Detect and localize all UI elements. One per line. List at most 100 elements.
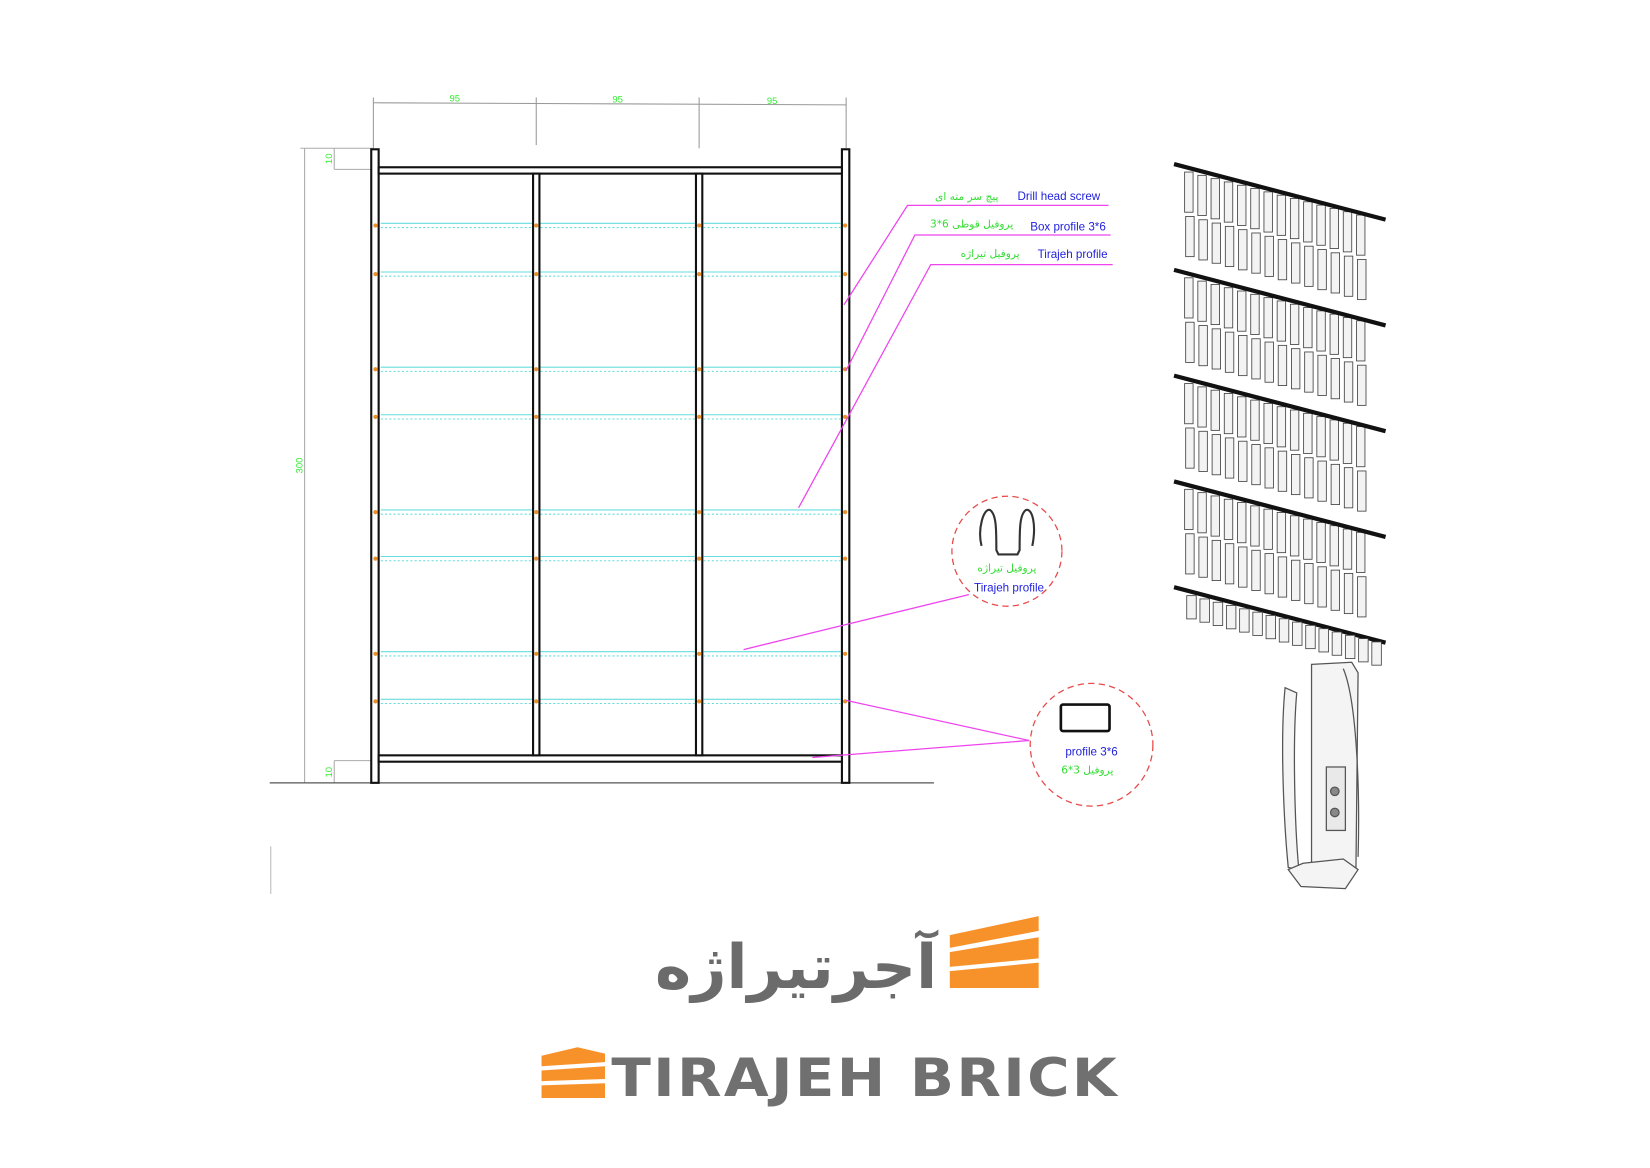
brick bbox=[1250, 188, 1260, 230]
detail-tirajeh-fa: پروفیل تیراژه bbox=[977, 562, 1036, 574]
brick bbox=[1239, 608, 1250, 633]
brick bbox=[1357, 364, 1367, 406]
drill-screw-mark bbox=[534, 367, 539, 372]
drill-screw-mark bbox=[534, 699, 539, 704]
brick bbox=[1277, 344, 1288, 386]
brick bbox=[1303, 201, 1313, 243]
brick bbox=[1186, 595, 1197, 620]
drill-screw-mark bbox=[534, 651, 539, 656]
brick bbox=[1331, 631, 1343, 656]
drill-screw-mark bbox=[697, 271, 702, 277]
brick bbox=[1211, 434, 1221, 476]
drill-screw-mark bbox=[842, 556, 848, 561]
drill-screw-mark bbox=[373, 556, 378, 561]
brick bbox=[1329, 313, 1339, 355]
drill-screw-mark bbox=[697, 651, 702, 656]
brick bbox=[1210, 389, 1220, 431]
drill-screw-mark bbox=[842, 414, 848, 419]
brick-wall-3d-illustration bbox=[1173, 162, 1387, 666]
brick bbox=[1211, 328, 1221, 370]
drill-screw-mark bbox=[373, 509, 378, 515]
drill-screw-mark bbox=[697, 414, 702, 419]
drill-screw-mark bbox=[842, 223, 848, 228]
callout-box-profile-fa: 3*6 پروفیل قوطی bbox=[930, 219, 1013, 231]
brick bbox=[1342, 317, 1353, 359]
brick bbox=[1291, 454, 1301, 496]
tirajeh-rail bbox=[1173, 585, 1387, 645]
brick bbox=[1264, 447, 1274, 489]
brick bbox=[1250, 505, 1260, 547]
brick bbox=[1316, 204, 1326, 246]
brick bbox=[1223, 393, 1234, 435]
brick bbox=[1356, 426, 1366, 468]
brick bbox=[1305, 624, 1316, 650]
brick bbox=[1356, 531, 1366, 573]
brick bbox=[1224, 225, 1235, 267]
brick bbox=[1291, 242, 1301, 284]
drill-screw-mark bbox=[373, 271, 378, 277]
brick bbox=[1329, 207, 1339, 250]
tirajeh-rail bbox=[1173, 479, 1387, 539]
brick bbox=[1238, 335, 1248, 377]
brick bbox=[1197, 492, 1207, 534]
brick bbox=[1212, 601, 1224, 626]
drill-screw-mark bbox=[697, 699, 702, 704]
brick bbox=[1357, 576, 1367, 618]
drill-screw-mark bbox=[373, 414, 378, 419]
brick bbox=[1223, 498, 1234, 540]
brick bbox=[1291, 559, 1301, 601]
brick bbox=[1251, 549, 1261, 591]
brick bbox=[1198, 219, 1208, 261]
brick bbox=[1263, 191, 1273, 233]
brick bbox=[1263, 297, 1273, 339]
brick bbox=[1304, 457, 1314, 499]
brick bbox=[1197, 280, 1207, 322]
brick bbox=[1251, 232, 1261, 274]
brick bbox=[1289, 198, 1300, 240]
brick bbox=[1264, 553, 1274, 595]
left-dimensions bbox=[300, 147, 373, 783]
brick bbox=[1184, 277, 1194, 319]
brick bbox=[1276, 406, 1287, 448]
brick bbox=[1210, 495, 1220, 537]
tirajeh-brick-logo: آجرتیراژه TIRAJEH BRICK bbox=[541, 916, 1117, 1109]
dim-height: 300 bbox=[295, 458, 306, 474]
brick bbox=[1317, 354, 1327, 396]
brick bbox=[1343, 255, 1354, 297]
drill-screw-mark bbox=[697, 509, 702, 515]
brick bbox=[1343, 467, 1354, 509]
steel-frame bbox=[370, 148, 851, 784]
tirajeh-profile-rows bbox=[373, 222, 848, 705]
detail-box-en: profile 3*6 bbox=[1065, 745, 1117, 758]
brick bbox=[1237, 396, 1247, 438]
callout-leaders bbox=[743, 204, 1113, 759]
drill-screw-mark bbox=[373, 367, 378, 372]
brick bbox=[1277, 239, 1288, 281]
drill-screw-mark bbox=[534, 556, 539, 561]
brick bbox=[1185, 427, 1195, 469]
brick bbox=[1250, 399, 1260, 441]
brick bbox=[1197, 386, 1207, 428]
brick bbox=[1185, 321, 1195, 363]
brick bbox=[1317, 249, 1327, 291]
brick bbox=[1303, 307, 1313, 349]
tirajeh-rail bbox=[1173, 162, 1387, 222]
brick bbox=[1185, 216, 1195, 258]
profile-clip-3d-illustration bbox=[1282, 661, 1360, 890]
brick bbox=[1344, 634, 1356, 659]
brick bbox=[1316, 521, 1326, 564]
drill-screw-mark bbox=[697, 556, 702, 561]
brick bbox=[1238, 440, 1248, 482]
dim-bottom-offset: 10 bbox=[324, 767, 335, 778]
brick bbox=[1264, 235, 1274, 277]
brick bbox=[1329, 525, 1339, 567]
brick bbox=[1317, 460, 1327, 502]
brick bbox=[1263, 508, 1273, 550]
brick bbox=[1316, 310, 1326, 352]
brick bbox=[1343, 573, 1354, 615]
brick bbox=[1251, 338, 1261, 380]
callout-box-profile-en: Box profile 3*6 bbox=[1030, 221, 1106, 234]
tirajeh-profile-section-icon bbox=[979, 508, 1036, 556]
tirajeh-rail bbox=[1173, 373, 1387, 434]
